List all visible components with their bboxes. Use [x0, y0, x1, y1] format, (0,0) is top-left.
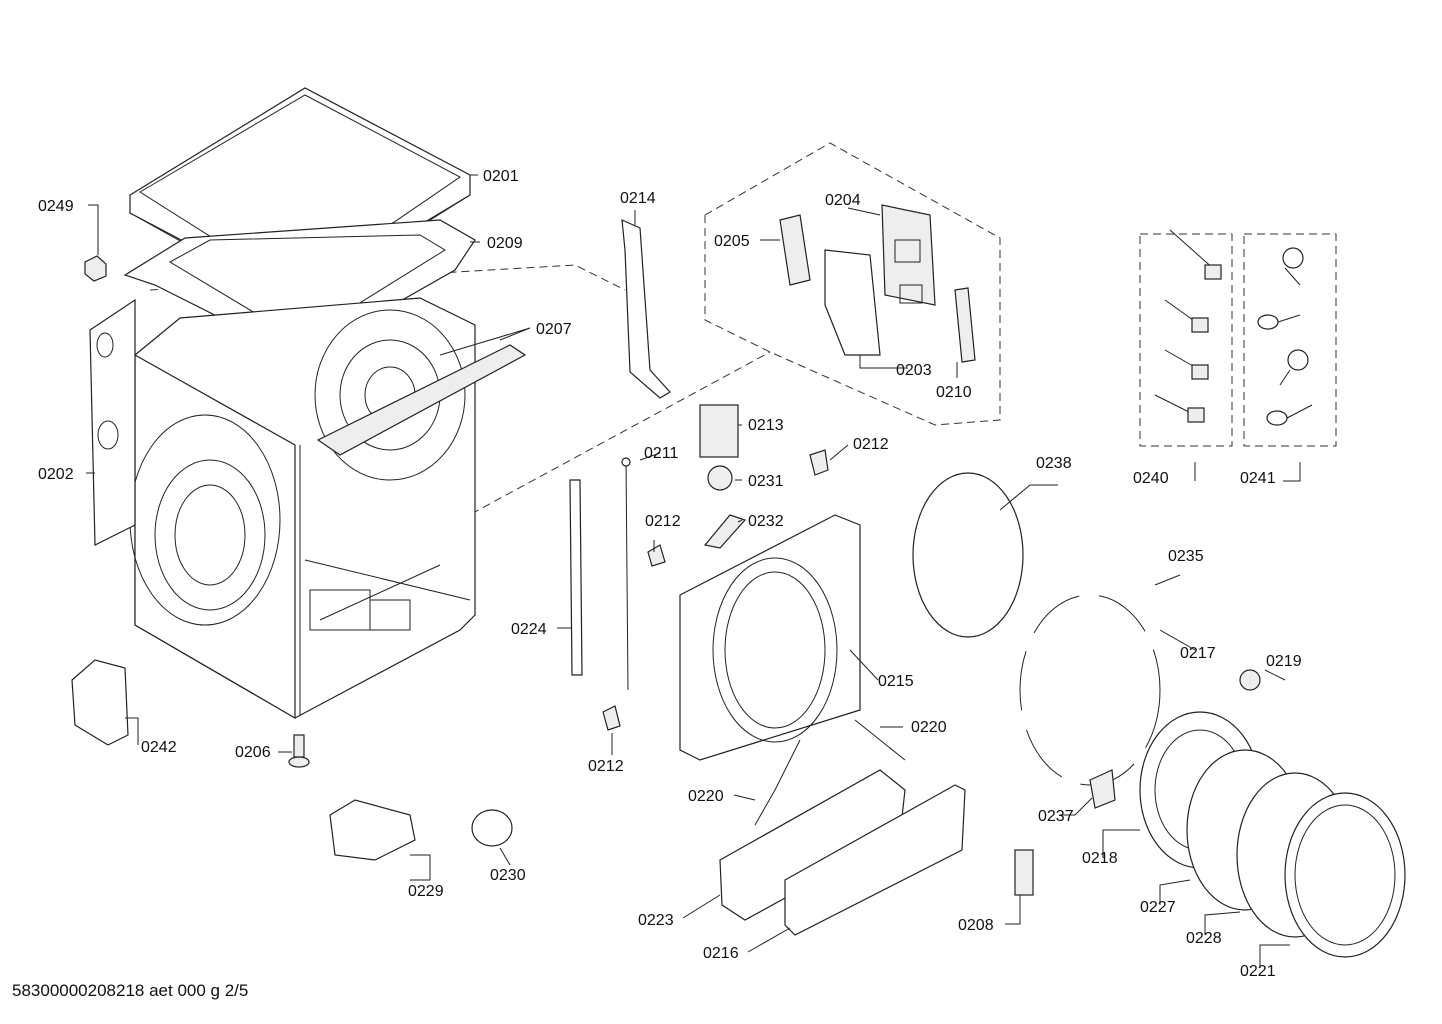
callout-label: 0203 — [896, 362, 932, 379]
callout-label: 0231 — [748, 473, 784, 490]
part-0230 — [471, 809, 513, 847]
document-code: 58300000208218 aet 000 g 2/5 — [12, 981, 249, 1000]
callout-label: 0242 — [141, 739, 177, 756]
callout-label: 0202 — [38, 466, 74, 483]
clamp-ring-0217 — [1019, 594, 1161, 786]
door-gasket-0238 — [912, 472, 1024, 638]
callout-label: 0215 — [878, 673, 914, 690]
callout-label: 0230 — [490, 867, 526, 884]
chassis-guide-lines — [149, 264, 771, 521]
callout-label: 0238 — [1036, 455, 1072, 472]
group-0240-outline — [1139, 233, 1233, 447]
cable-0220-b — [754, 739, 801, 826]
clamp-set-0241 — [1257, 247, 1313, 426]
leader-lines — [86, 174, 1301, 968]
callout-label: 0221 — [1240, 963, 1276, 980]
callout-label-extra: 0220 — [688, 788, 724, 805]
callout-label: 0229 — [408, 883, 444, 900]
callout-label: 0211 — [644, 445, 679, 462]
callout-label: 0208 — [958, 917, 994, 934]
callout-label: 0249 — [38, 198, 74, 215]
electronics-group-outline — [704, 142, 1001, 426]
callout-label: 0241 — [1240, 470, 1276, 487]
callout-label: 0237 — [1038, 808, 1074, 825]
callout-label: 0227 — [1140, 899, 1176, 916]
duct-part-0214 — [621, 219, 671, 399]
callout-label: 0210 — [936, 384, 972, 401]
part-0237 — [1089, 769, 1116, 809]
callout-label: 0216 — [703, 945, 739, 962]
callout-label: 0219 — [1266, 653, 1302, 670]
drain-rod-0211 — [625, 459, 629, 691]
door-assembly — [1139, 711, 1406, 958]
callout-label: 0207 — [536, 321, 572, 338]
part-0229 — [329, 799, 416, 861]
callout-label: 0209 — [487, 235, 523, 252]
part-0219 — [1239, 669, 1261, 691]
front-panel-part — [679, 514, 861, 761]
callout-label: 0235 — [1168, 548, 1204, 565]
callout-label: 0206 — [235, 744, 271, 761]
cabinet-part — [129, 297, 476, 720]
callout-label: 0201 — [483, 168, 519, 185]
foot-0206 — [288, 734, 310, 768]
callout-label: 0204 — [825, 192, 861, 209]
cable-0220-a — [854, 719, 906, 761]
callout-label: 0223 — [638, 912, 674, 929]
rail-part-0224 — [569, 479, 583, 676]
callout-label: 0212 — [853, 436, 889, 453]
callout-label-extra: 0212 — [645, 513, 681, 530]
callout-label: 0240 — [1133, 470, 1169, 487]
callout-label: 0205 — [714, 233, 750, 250]
part-0242 — [71, 659, 129, 746]
callout-label-extra: 0212 — [588, 758, 624, 775]
callout-label: 0217 — [1180, 645, 1216, 662]
callout-labels: 0201 0209 0249 0207 0202 0214 0205 0204 … — [38, 168, 1302, 980]
side-panel-part — [89, 298, 136, 546]
callout-label: 0220 — [911, 719, 947, 736]
small-parts-center — [602, 404, 829, 731]
callout-label: 0213 — [748, 417, 784, 434]
part-0208 — [1014, 849, 1034, 896]
callout-label: 0218 — [1082, 850, 1118, 867]
callout-label: 0224 — [511, 621, 547, 638]
callout-label: 0228 — [1186, 930, 1222, 947]
group-0241-outline — [1243, 233, 1337, 447]
electronics-parts — [779, 204, 976, 363]
callout-label: 0232 — [748, 513, 784, 530]
crossbar-part — [316, 344, 527, 456]
detergent-drawer-assembly — [719, 769, 966, 936]
callout-label: 0214 — [620, 190, 656, 207]
part-0249 — [84, 255, 107, 282]
screw-set-0240 — [1154, 229, 1222, 423]
